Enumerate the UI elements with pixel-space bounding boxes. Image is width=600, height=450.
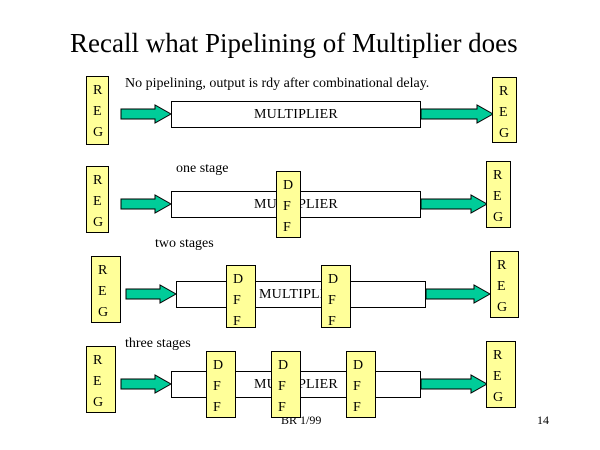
dff-letter: D — [353, 358, 364, 373]
reg-letter: G — [93, 125, 104, 140]
slide-title: Recall what Pipelining of Multiplier doe… — [70, 28, 518, 58]
pipeline-dff: D F F — [226, 265, 256, 329]
reg-letter: R — [93, 173, 103, 188]
dff-letter: F — [233, 314, 241, 329]
row-caption: No pipelining, output is rdy after combi… — [125, 76, 430, 91]
multiplier-block: MULTIPLIER — [176, 281, 426, 308]
reg-letter: R — [93, 353, 103, 368]
reg-letter: E — [93, 194, 102, 209]
reg-letter: E — [98, 284, 107, 299]
multiplier-block: MULTIPLIER — [171, 101, 421, 128]
dff-letter: D — [213, 358, 224, 373]
output-arrow-icon — [425, 284, 491, 304]
reg-letter: G — [93, 215, 104, 230]
reg-letter: R — [98, 263, 108, 278]
reg-letter: G — [497, 300, 508, 315]
output-register: R E G — [490, 251, 519, 318]
dff-letter: D — [278, 358, 289, 373]
dff-letter: F — [278, 400, 286, 415]
dff-letter: F — [353, 400, 361, 415]
input-arrow-icon — [120, 194, 172, 214]
dff-letter: F — [278, 379, 286, 394]
reg-letter: G — [98, 305, 109, 320]
reg-letter: E — [499, 105, 508, 120]
dff-letter: F — [283, 220, 291, 235]
page-number: 14 — [537, 413, 549, 427]
reg-letter: R — [493, 168, 503, 183]
dff-letter: D — [233, 272, 244, 287]
dff-letter: F — [213, 400, 221, 415]
output-register: R E G — [486, 341, 516, 408]
input-register: R E G — [91, 256, 121, 323]
reg-letter: E — [497, 279, 506, 294]
dff-letter: D — [328, 272, 339, 287]
pipeline-dff: D F F — [206, 351, 236, 418]
dff-letter: D — [283, 178, 294, 193]
output-arrow-icon — [420, 374, 488, 394]
reg-letter: R — [497, 258, 507, 273]
output-register: R E G — [486, 161, 511, 228]
row-caption: one stage — [176, 161, 229, 176]
reg-letter: R — [499, 84, 509, 99]
pipeline-dff: D F F — [271, 351, 301, 418]
dff-letter: F — [213, 379, 221, 394]
dff-letter: F — [353, 379, 361, 394]
row-caption: three stages — [125, 336, 191, 351]
reg-letter: E — [93, 374, 102, 389]
reg-letter: G — [499, 126, 510, 141]
dff-letter: F — [233, 293, 241, 308]
reg-letter: R — [493, 348, 503, 363]
output-arrow-icon — [420, 194, 488, 214]
input-arrow-icon — [125, 284, 177, 304]
reg-letter: R — [93, 83, 103, 98]
reg-letter: G — [493, 210, 504, 225]
reg-letter: G — [493, 390, 504, 405]
input-arrow-icon — [120, 374, 172, 394]
dff-letter: F — [328, 293, 336, 308]
input-arrow-icon — [120, 104, 172, 124]
input-register: R E G — [86, 346, 116, 413]
pipeline-dff: D F F — [346, 351, 376, 418]
input-register: R E G — [86, 76, 109, 145]
output-register: R E G — [492, 77, 517, 143]
reg-letter: E — [493, 369, 502, 384]
dff-letter: F — [283, 199, 291, 214]
reg-letter: E — [93, 104, 102, 119]
dff-letter: F — [328, 314, 336, 329]
pipeline-dff: D F F — [276, 171, 301, 238]
pipeline-dff: D F F — [321, 265, 351, 329]
reg-letter: E — [493, 189, 502, 204]
output-arrow-icon — [420, 104, 494, 124]
input-register: R E G — [86, 166, 109, 233]
reg-letter: G — [93, 395, 104, 410]
row-caption: two stages — [155, 236, 214, 251]
